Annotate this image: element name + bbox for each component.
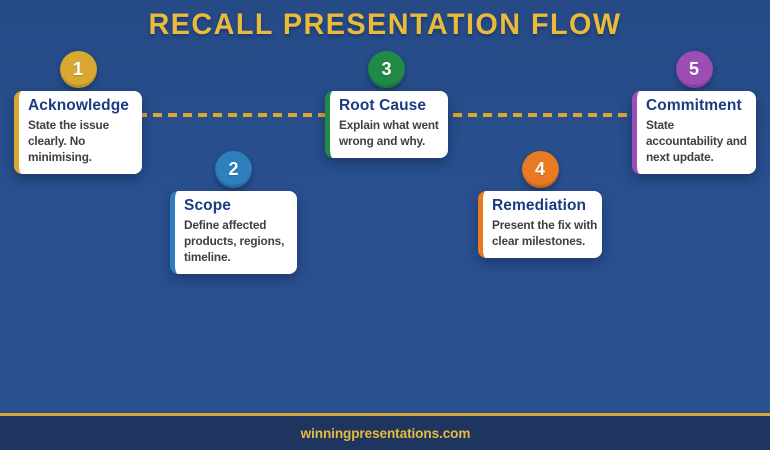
footer-divider-line xyxy=(0,413,770,416)
step-number: 5 xyxy=(688,59,699,79)
step-title: Root Cause xyxy=(339,97,427,114)
footer-url: winningpresentations.com xyxy=(300,425,470,441)
step-root-cause: 3 Root Cause Explain what went wrong and… xyxy=(325,51,448,158)
footer-bar: winningpresentations.com xyxy=(0,416,770,450)
step-title: Commitment xyxy=(646,97,742,114)
step-card: Remediation Present the fix with clear m… xyxy=(478,191,602,258)
step-number-badge: 4 xyxy=(521,151,559,188)
step-number-badge: 3 xyxy=(368,51,405,88)
step-number-badge: 1 xyxy=(59,51,97,88)
step-card: Commitment State accountability and next… xyxy=(632,91,756,174)
step-description: Present the fix with clear milestones. xyxy=(492,218,598,248)
step-card: Acknowledge State the issue clearly. No … xyxy=(14,91,142,174)
step-remediation: 4 Remediation Present the fix with clear… xyxy=(478,151,602,258)
step-card: Root Cause Explain what went wrong and w… xyxy=(325,91,448,158)
step-description: State accountability and next update. xyxy=(646,118,747,164)
step-title: Scope xyxy=(184,197,232,214)
step-number: 1 xyxy=(72,59,83,79)
step-description: State the issue clearly. No minimising. xyxy=(28,118,110,164)
step-title: Remediation xyxy=(492,197,587,214)
step-scope: 2 Scope Define affected products, region… xyxy=(170,151,297,274)
step-commitment: 5 Commitment State accountability and ne… xyxy=(632,51,756,174)
slide-title: RECALL PRESENTATION FLOW xyxy=(148,8,622,41)
step-number-badge: 2 xyxy=(215,151,252,188)
step-number-badge: 5 xyxy=(675,51,713,88)
step-description: Define affected products, regions, timel… xyxy=(184,218,285,264)
step-number: 4 xyxy=(534,159,545,179)
step-description: Explain what went wrong and why. xyxy=(339,118,439,148)
step-title: Acknowledge xyxy=(28,97,130,114)
step-number: 3 xyxy=(381,59,392,79)
step-acknowledge: 1 Acknowledge State the issue clearly. N… xyxy=(14,51,142,174)
step-number: 2 xyxy=(228,159,239,179)
step-card: Scope Define affected products, regions,… xyxy=(170,191,297,274)
